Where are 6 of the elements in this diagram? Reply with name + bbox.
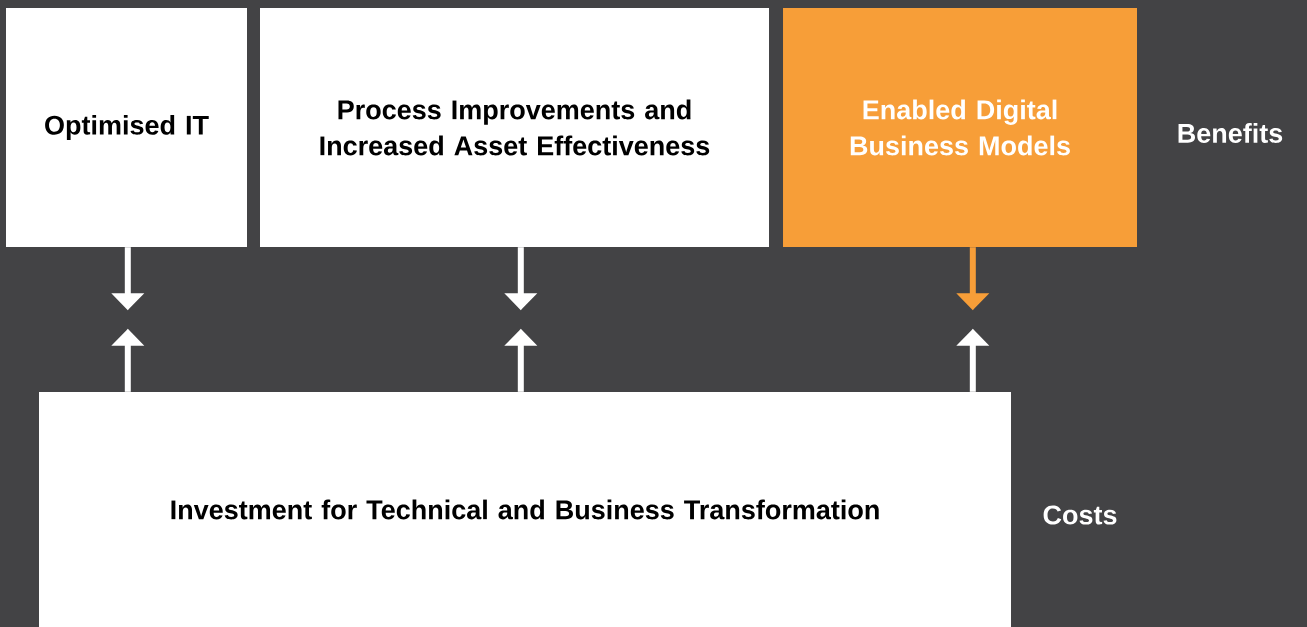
text-box: Investment for Technical and Business Transformation (39, 392, 1011, 627)
side-label: Costs (1043, 505, 1117, 525)
text-box: Enabled Digital Business Models (783, 8, 1137, 247)
side-label: Benefits (1178, 123, 1283, 143)
text-box: Optimised IT (6, 8, 247, 247)
text-box: Process Improvements and Increased Asset Effectiveness (260, 8, 769, 247)
